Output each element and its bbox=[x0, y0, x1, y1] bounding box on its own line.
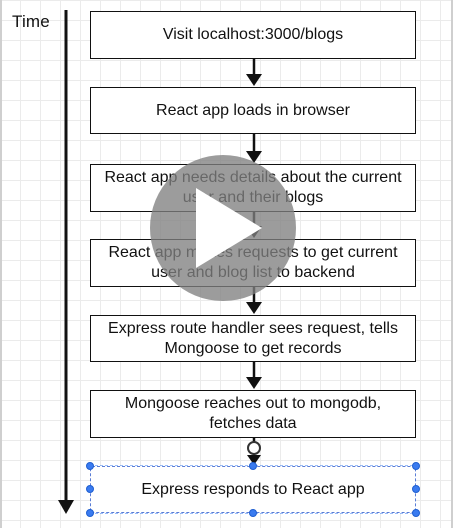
selection-handle-top-left[interactable] bbox=[86, 462, 94, 470]
selection-handle-middle-left[interactable] bbox=[86, 485, 94, 493]
step-label: Visit localhost:3000/blogs bbox=[162, 26, 344, 44]
canvas-edge-left bbox=[0, 0, 2, 528]
step-box-react-loads[interactable]: React app loads in browser bbox=[90, 87, 416, 134]
connector-arrowhead-5 bbox=[246, 377, 262, 389]
anchor-handle-icon[interactable] bbox=[247, 441, 261, 455]
time-axis-label: Time bbox=[12, 12, 50, 31]
timeline-arrowhead bbox=[58, 500, 74, 514]
step-label: React app loads in browser bbox=[156, 101, 350, 119]
selection-handle-middle-right[interactable] bbox=[412, 485, 420, 493]
selection-handle-top-center[interactable] bbox=[249, 462, 257, 470]
play-button[interactable] bbox=[150, 155, 296, 301]
step-box-express-responds[interactable]: Express responds to React app bbox=[90, 466, 416, 513]
step-box-mongoose-reaches-out[interactable]: Mongoose reaches out to mongodb, fetches… bbox=[90, 390, 416, 438]
step-label: Express route handler sees request, tell… bbox=[108, 319, 398, 357]
selection-handle-bottom-right[interactable] bbox=[412, 509, 420, 517]
connector-arrowhead-1 bbox=[246, 74, 262, 86]
step-box-express-route-handler[interactable]: Express route handler sees request, tell… bbox=[90, 315, 416, 362]
connector-arrowhead-6 bbox=[247, 455, 261, 465]
step-label: Express responds to React app bbox=[141, 480, 365, 498]
selection-handle-bottom-left[interactable] bbox=[86, 509, 94, 517]
canvas-edge-right bbox=[451, 0, 453, 528]
selection-handle-bottom-center[interactable] bbox=[249, 509, 257, 517]
connector-arrowhead-2 bbox=[246, 151, 262, 163]
step-box-visit-blogs[interactable]: Visit localhost:3000/blogs bbox=[90, 11, 416, 59]
connector-arrowhead-4 bbox=[246, 302, 262, 314]
step-label: Mongoose reaches out to mongodb, fetches… bbox=[124, 395, 382, 432]
play-icon bbox=[196, 188, 262, 268]
selection-handle-top-right[interactable] bbox=[412, 462, 420, 470]
